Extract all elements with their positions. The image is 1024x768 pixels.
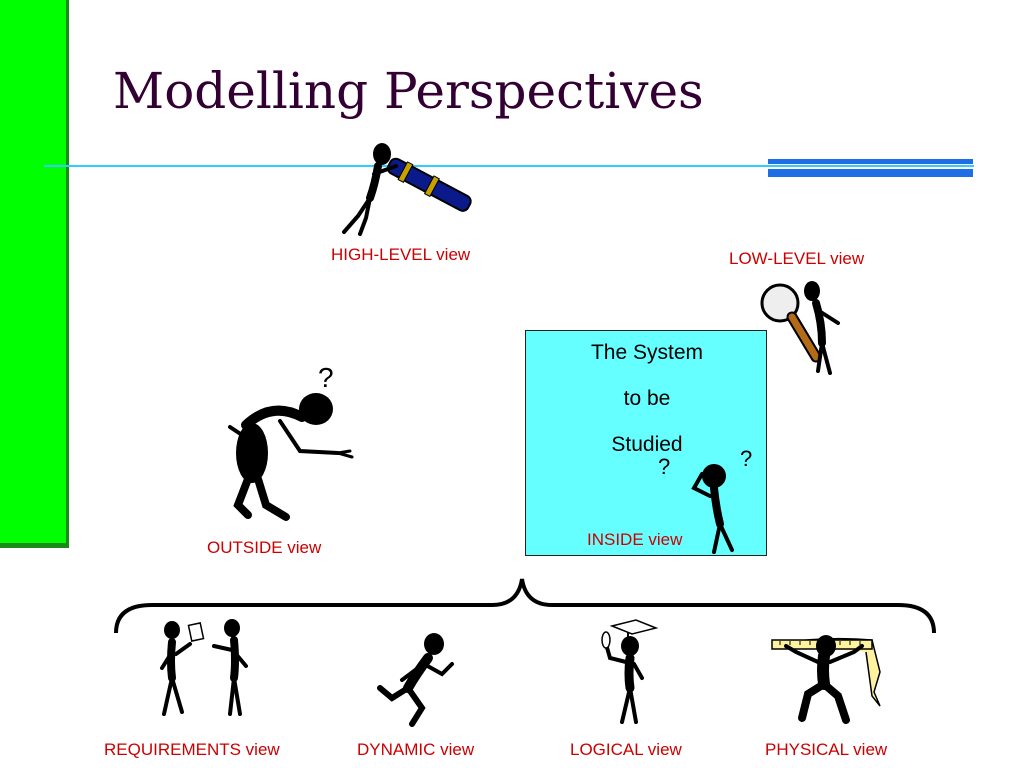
question-mark-right-icon: ? bbox=[740, 446, 752, 471]
telescope-figure-icon bbox=[342, 143, 472, 236]
label-requirements-view: REQUIREMENTS view bbox=[104, 740, 280, 759]
sidebar-accent-bar bbox=[0, 0, 66, 546]
label-outside-view: OUTSIDE view bbox=[207, 538, 322, 557]
system-box-line-2: to be bbox=[623, 387, 671, 410]
logical-figure-icon bbox=[601, 619, 659, 724]
title-rule-thick-bottom bbox=[768, 169, 973, 177]
label-logical-view: LOGICAL view bbox=[570, 740, 682, 759]
inside-view-figure-icon: ? ? bbox=[658, 446, 752, 554]
system-box-line-1: The System bbox=[590, 341, 704, 364]
dynamic-figure-icon bbox=[377, 633, 454, 727]
grouping-brace bbox=[114, 578, 936, 634]
requirements-figures-icon bbox=[160, 619, 248, 716]
system-box: The System to be Studied bbox=[525, 330, 767, 556]
title-rule-thin bbox=[44, 165, 974, 167]
sidebar-shadow bbox=[0, 543, 68, 548]
question-mark-icon: ? bbox=[318, 362, 334, 393]
title-rule-thick-top bbox=[768, 159, 973, 164]
physical-figure-icon bbox=[771, 635, 881, 724]
label-high-level-view: HIGH-LEVEL view bbox=[331, 245, 471, 264]
label-inside-view: INSIDE view bbox=[587, 530, 683, 549]
slide-title: Modelling Perspectives bbox=[113, 62, 704, 120]
question-mark-left-icon: ? bbox=[658, 454, 670, 479]
system-box-line-3: Studied bbox=[611, 433, 683, 456]
label-physical-view: PHYSICAL view bbox=[765, 740, 888, 759]
magnifier-figure-icon bbox=[760, 281, 840, 375]
sidebar-edge bbox=[66, 0, 69, 548]
outside-view-figure-icon: ? bbox=[228, 362, 354, 521]
label-dynamic-view: DYNAMIC view bbox=[357, 740, 475, 759]
label-low-level-view: LOW-LEVEL view bbox=[729, 249, 865, 268]
